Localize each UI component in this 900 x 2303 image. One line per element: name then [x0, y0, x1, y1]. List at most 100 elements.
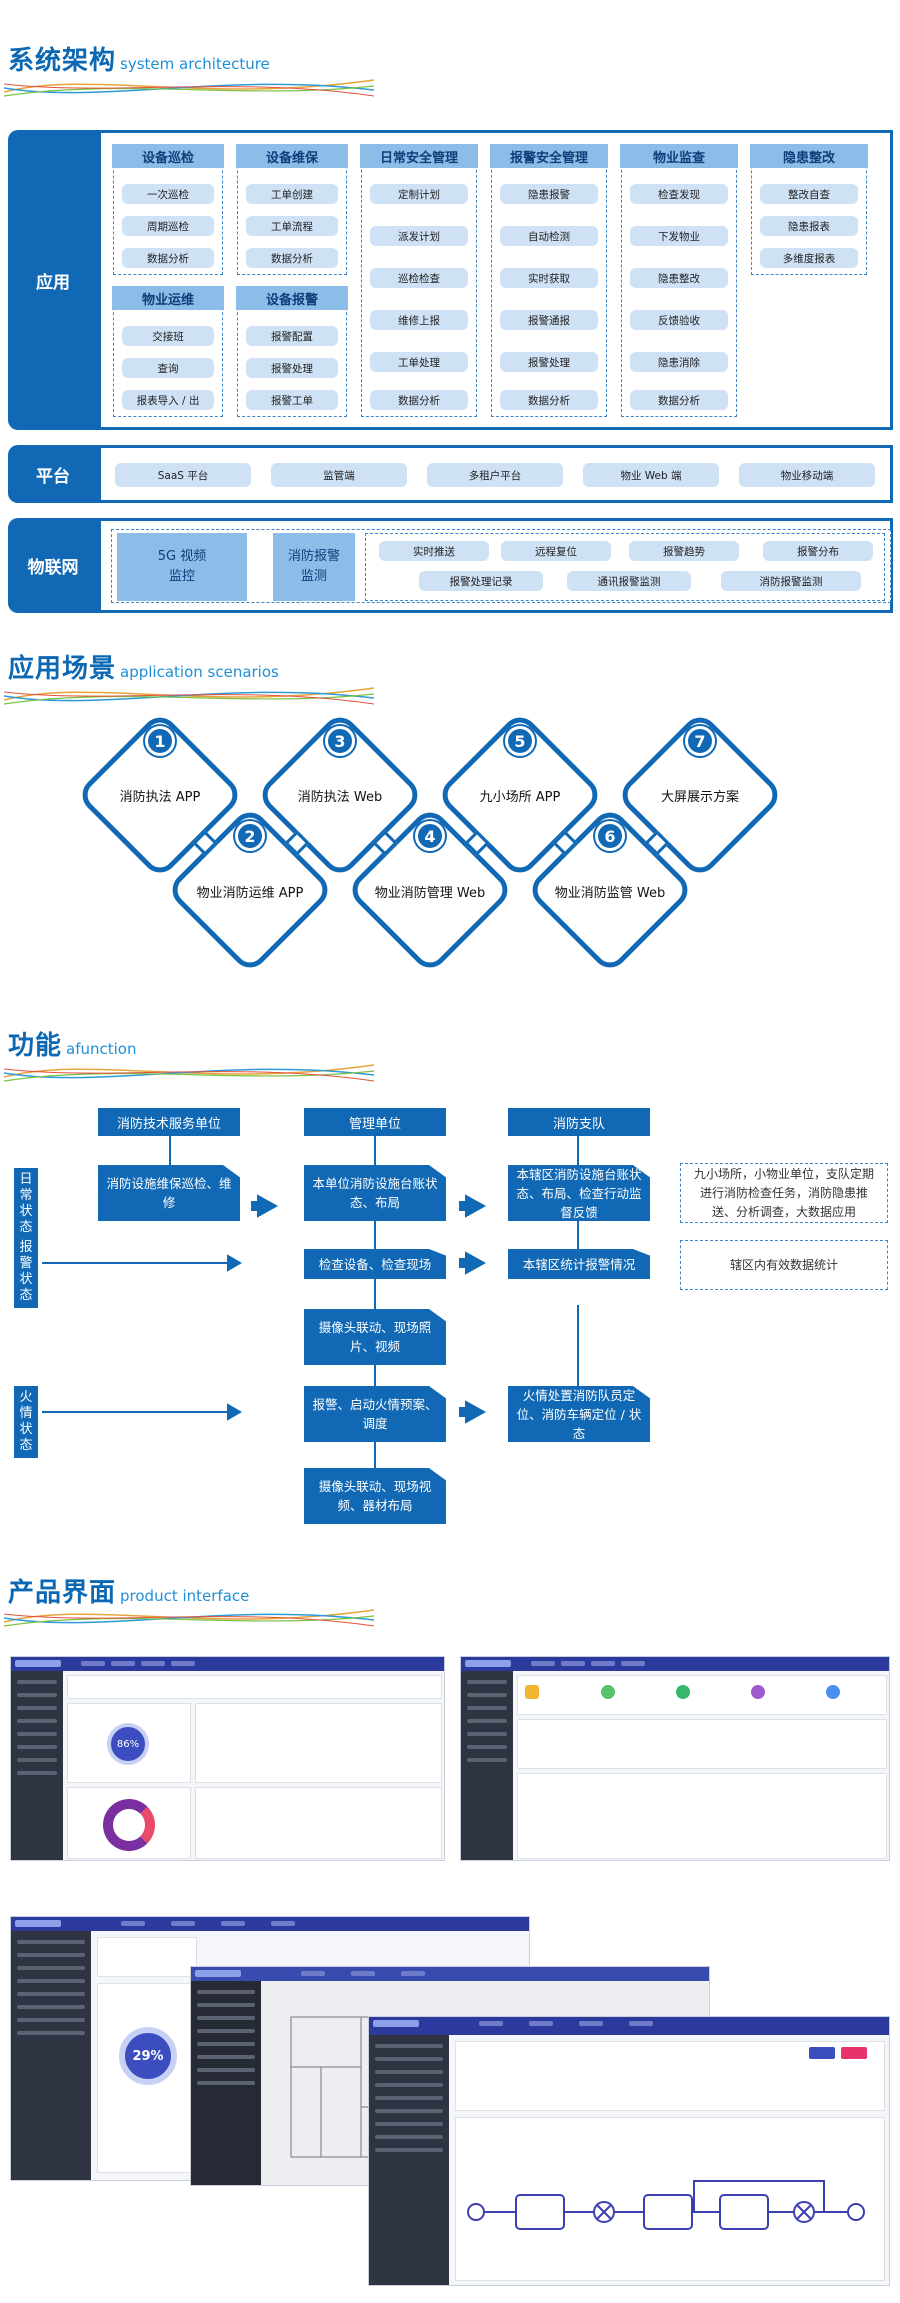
feature-pill: 实时获取 [500, 268, 598, 288]
scenario-label: 消防执法 APP [119, 790, 201, 805]
iot-fire-alarm: 消防报警 监测 [273, 533, 355, 601]
feature-pill: 工单创建 [246, 184, 338, 204]
feature-pill: 隐患报警 [500, 184, 598, 204]
scenario-number-badge: 5 [505, 726, 535, 756]
iot-video-line2: 监控 [168, 569, 195, 584]
row-label-platform: 平台 [8, 445, 98, 503]
scenario-label: 物业消防监管 Web [554, 886, 666, 901]
scenario-label: 消防执法 Web [297, 790, 383, 805]
group-title: 物业监查 [620, 144, 738, 168]
status-icon [525, 1685, 539, 1699]
iot-pill: 远程复位 [501, 541, 611, 561]
donut-chart-icon [103, 1799, 155, 1851]
feature-pill: 隐患整改 [630, 268, 728, 288]
feature-pill: 反馈验收 [630, 310, 728, 330]
decorative-wave-icon [4, 687, 374, 705]
feature-pill: 下发物业 [630, 226, 728, 246]
header-service-unit: 消防技术服务单位 [98, 1108, 240, 1136]
iot-pill: 报警趋势 [629, 541, 739, 561]
feature-pill: 周期巡检 [122, 216, 214, 236]
group-property-supervision: 物业监查 检查发现 下发物业 隐患整改 反馈验收 隐患消除 数据分析 [620, 144, 738, 417]
feature-pill: 报表导入 / 出 [122, 390, 214, 410]
box-mgmt-alarm: 检查设备、检查现场 [304, 1249, 446, 1279]
platform-pill: 物业 Web 端 [583, 463, 719, 487]
decorative-wave-icon [4, 1609, 374, 1627]
group-title: 报警安全管理 [490, 144, 608, 168]
group-title: 设备报警 [236, 286, 348, 310]
feature-pill: 定制计划 [370, 184, 468, 204]
workflow-diagram-icon [467, 2180, 865, 2230]
box-corps-fire: 火情处置消防队员定位、消防车辆定位 / 状态 [508, 1386, 650, 1442]
box-mgmt-camera-2: 摄像头联动、现场视频、器材布局 [304, 1468, 446, 1524]
product-screenshot-dashboard: 86% [10, 1656, 445, 1861]
feature-pill: 自动检测 [500, 226, 598, 246]
group-title: 设备维保 [236, 144, 348, 168]
group-hazard-rectification: 隐患整改 整改自查 隐患报表 多维度报表 [750, 144, 868, 275]
box-mgmt-camera-1: 摄像头联动、现场照片、视频 [304, 1309, 446, 1365]
iot-pill: 消防报警监测 [721, 571, 861, 591]
feature-pill: 维修上报 [370, 310, 468, 330]
box-mgmt-fire: 报警、启动火情预案、调度 [304, 1386, 446, 1442]
iot-fire-line1: 消防报警 [287, 549, 340, 564]
platform-row: SaaS 平台 监管端 多租户平台 物业 Web 端 物业移动端 [98, 445, 893, 503]
status-icon [751, 1685, 765, 1699]
state-alarm: 报警状态 [14, 1236, 38, 1308]
feature-pill: 查询 [122, 358, 214, 378]
feature-pill: 整改自查 [760, 184, 858, 204]
section-title-zh: 产品界面 [8, 1578, 117, 1608]
iot-pill: 实时推送 [379, 541, 489, 561]
primary-button-icon [809, 2047, 835, 2059]
feature-pill: 报警配置 [246, 326, 338, 346]
section-title-zh: 功能 [8, 1031, 63, 1061]
platform-pill: SaaS 平台 [115, 463, 251, 487]
feature-pill: 数据分析 [122, 248, 214, 268]
section-title-zh: 系统架构 [8, 46, 117, 76]
platform-pill: 多租户平台 [427, 463, 563, 487]
section-title-en: product interface [120, 1587, 250, 1605]
section-title-architecture: 系统架构 system architecture [8, 40, 270, 77]
group-alarm-safety: 报警安全管理 隐患报警 自动检测 实时获取 报警通报 报警处理 数据分析 [490, 144, 608, 417]
group-device-inspection: 设备巡检 一次巡检 周期巡检 数据分析 [112, 144, 224, 275]
row-label-iot: 物联网 [8, 518, 98, 613]
feature-pill: 数据分析 [500, 390, 598, 410]
feature-pill: 工单流程 [246, 216, 338, 236]
iot-row: 5G 视频 监控 消防报警 监测 实时推送 远程复位 报警趋势 报警分布 报警处… [98, 518, 893, 613]
box-corps-alarm: 本辖区统计报警情况 [508, 1249, 650, 1279]
decorative-wave-icon [4, 79, 374, 97]
scenario-number-badge: 4 [415, 821, 445, 851]
status-icon [601, 1685, 615, 1699]
feature-pill: 报警通报 [500, 310, 598, 330]
decorative-wave-icon [4, 1064, 374, 1082]
group-daily-safety: 日常安全管理 定制计划 派发计划 巡检检查 维修上报 工单处理 数据分析 [360, 144, 478, 417]
header-management-unit: 管理单位 [304, 1108, 446, 1136]
group-title: 日常安全管理 [360, 144, 478, 168]
feature-pill: 巡检检查 [370, 268, 468, 288]
section-title-product: 产品界面 product interface [8, 1572, 249, 1609]
group-title: 设备巡检 [112, 144, 224, 168]
group-device-alarm: 设备报警 报警配置 报警处理 报警工单 [236, 286, 348, 417]
row-label-app: 应用 [8, 130, 98, 430]
feature-pill: 一次巡检 [122, 184, 214, 204]
scenario-number-badge: 3 [325, 726, 355, 756]
feature-pill: 隐患消除 [630, 352, 728, 372]
status-icon [676, 1685, 690, 1699]
group-title: 隐患整改 [750, 144, 868, 168]
scenario-label: 大屏展示方案 [660, 790, 739, 805]
feature-pill: 工单处理 [370, 352, 468, 372]
feature-pill: 报警处理 [500, 352, 598, 372]
iot-pill: 报警处理记录 [419, 571, 543, 591]
group-title: 物业运维 [112, 286, 224, 310]
gauge-percent: 29% [119, 2027, 177, 2085]
scenario-number-badge: 7 [685, 726, 715, 756]
section-title-zh: 应用场景 [8, 654, 117, 684]
section-title-function: 功能 afunction [8, 1025, 136, 1062]
iot-video-line1: 5G 视频 [157, 549, 207, 564]
scenario-number-badge: 1 [145, 726, 175, 756]
feature-pill: 报警处理 [246, 358, 338, 378]
feature-pill: 派发计划 [370, 226, 468, 246]
gauge-percent: 86% [107, 1723, 149, 1765]
iot-pill: 通讯报警监测 [567, 571, 691, 591]
platform-pill: 物业移动端 [739, 463, 875, 487]
scenario-label: 物业消防运维 APP [196, 886, 304, 901]
feature-pill: 检查发现 [630, 184, 728, 204]
